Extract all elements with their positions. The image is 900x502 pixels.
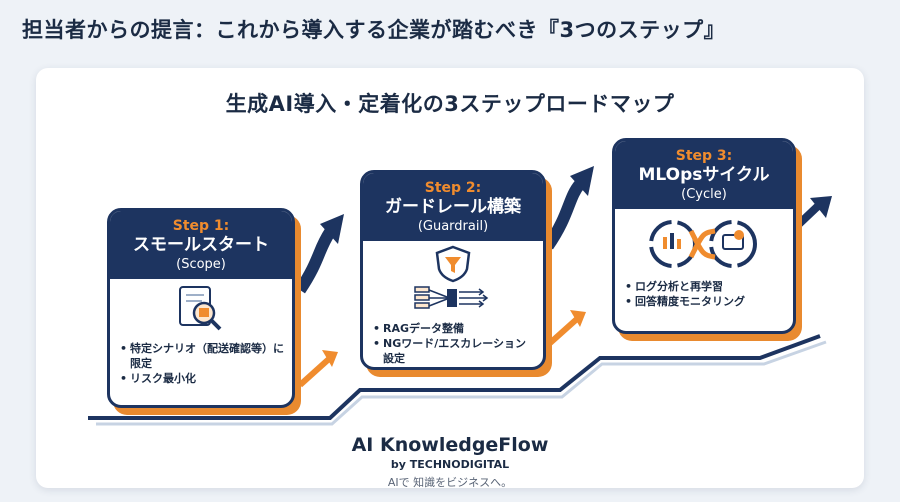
step-1-title: スモールスタート (133, 235, 269, 255)
step-2-subtitle: (Guardrail) (417, 219, 489, 234)
step-2-title: ガードレール構築 (385, 197, 521, 217)
navy-arrow-1 (294, 228, 336, 294)
step-3-body: ログ分析と再学習 回答精度モニタリング (615, 209, 793, 329)
orange-arrow-1 (297, 355, 333, 388)
step-1-bullets: 特定シナリオ（配送確認等）に限定 リスク最小化 (120, 341, 286, 386)
shield-funnel-icon (435, 245, 471, 283)
step-3-bullet-2: 回答精度モニタリング (625, 294, 787, 309)
stair-line-light (96, 340, 827, 426)
step-2-body: RAGデータ整備 NGワード/エスカレーション設定 (363, 241, 543, 365)
headline: 担当者からの提言：これから導入する企業が踏むべき『3つのステップ』 (22, 18, 726, 42)
brand-tagline: AIで 知識をビジネスへ。 (387, 476, 513, 489)
step-3-title: MLOpsサイクル (638, 165, 770, 185)
stair-line-navy (88, 334, 821, 420)
mlops-cycle-icon (649, 220, 757, 268)
step-1-bullet-2: リスク最小化 (120, 371, 286, 386)
step-2-bullet-1: RAGデータ整備 (373, 321, 537, 336)
step-3-bullets: ログ分析と再学習 回答精度モニタリング (625, 279, 787, 309)
step-1-header: Step 1: スモールスタート (Scope) (110, 211, 292, 279)
step-1-body: 特定シナリオ（配送確認等）に限定 リスク最小化 (110, 279, 292, 399)
step-2-bullet-2: NGワード/エスカレーション設定 (373, 336, 537, 366)
step-1-subtitle: (Scope) (176, 257, 226, 272)
data-flow-icon (414, 286, 489, 309)
step-2-card: Step 2: ガードレール構築 (Guardrail) (360, 170, 546, 370)
step-3-subtitle: (Cycle) (681, 187, 727, 202)
step-1-card: Step 1: スモールスタート (Scope) 特定シナリオ（配送確認等）に限… (107, 208, 295, 408)
step-2-header: Step 2: ガードレール構築 (Guardrail) (363, 173, 543, 241)
step-2-bullets: RAGデータ整備 NGワード/エスカレーション設定 (373, 321, 537, 366)
step-1-bullet-1: 特定シナリオ（配送確認等）に限定 (120, 341, 286, 371)
step-3-card: Step 3: MLOpsサイクル (Cycle) ログ分析と再学習 回答精度モ… (612, 138, 796, 334)
brand-name: AI KnowledgeFlow (351, 434, 549, 456)
brand-by: by TECHNODIGITAL (390, 458, 510, 471)
step-3-bullet-1: ログ分析と再学習 (625, 279, 787, 294)
navy-arrow-2 (543, 180, 585, 250)
orange-arrow-2 (537, 315, 581, 355)
step-3-header: Step 3: MLOpsサイクル (Cycle) (615, 141, 793, 209)
step-2-label: Step 2: (424, 180, 482, 196)
step-3-label: Step 3: (675, 148, 733, 164)
document-magnifier-icon (179, 286, 222, 331)
step-1-label: Step 1: (172, 218, 230, 234)
panel-title: 生成AI導入・定着化の3ステップロードマップ (225, 92, 675, 116)
